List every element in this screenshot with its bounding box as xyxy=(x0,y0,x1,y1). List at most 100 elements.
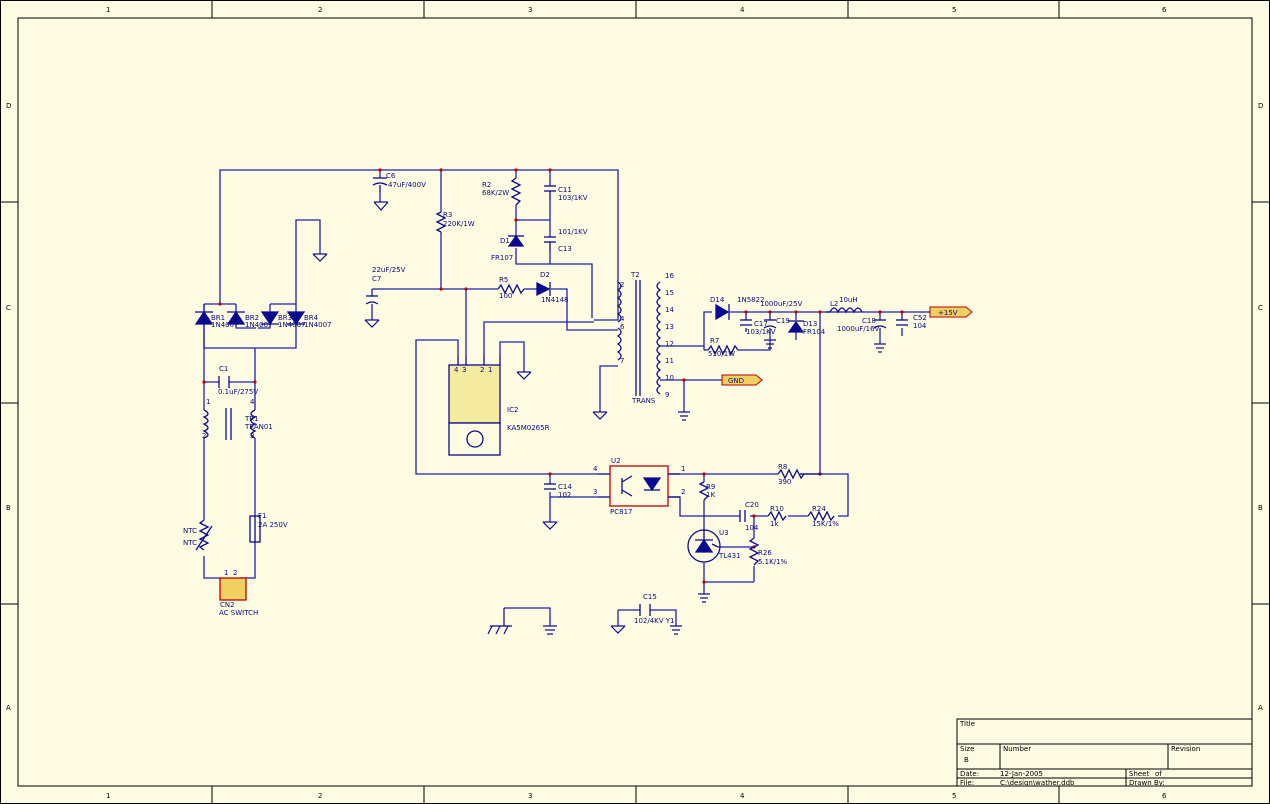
d13-ref: D13 xyxy=(803,320,817,328)
resistor-r10 xyxy=(767,510,787,522)
diode-d2 xyxy=(536,281,551,297)
c19-value: 1000uF/25V xyxy=(760,300,803,308)
tb-drawn-label: Drawn By: xyxy=(1129,779,1165,787)
c11-ref: C11 xyxy=(558,186,572,194)
tb-size-label: Size xyxy=(960,745,974,753)
ground-icon xyxy=(610,625,626,634)
t2-ref: T2 xyxy=(630,271,640,279)
ic2-pin-1: 1 xyxy=(488,366,492,374)
zone-col-4-bottom: 4 xyxy=(740,792,745,800)
ground-icon xyxy=(764,339,776,349)
zone-col-6: 6 xyxy=(1162,6,1167,14)
u2-pin-2: 2 xyxy=(681,488,685,496)
r5-ref: R5 xyxy=(499,276,508,284)
r7-ref: R7 xyxy=(710,337,719,345)
zone-col-6-bottom: 6 xyxy=(1162,792,1167,800)
l2-value: 10uH xyxy=(839,296,858,304)
capacitor-c14 xyxy=(544,483,556,490)
ic2-pin-3: 3 xyxy=(462,366,466,374)
t2-pin-4: 4 xyxy=(620,315,625,323)
t2-pin-16: 16 xyxy=(665,272,674,280)
r24-ref: R24 xyxy=(812,505,826,513)
ground-icon xyxy=(592,411,608,420)
tb-file-label: File: xyxy=(960,779,974,787)
zone-col-2-bottom: 2 xyxy=(318,792,322,800)
c6-ref: C6 xyxy=(386,172,396,180)
t2-pin-2: 2 xyxy=(620,281,624,289)
capacitor-c18 xyxy=(873,319,887,329)
resistor-r5 xyxy=(497,283,525,295)
tb-date-label: Date: xyxy=(960,770,979,778)
ground-icon xyxy=(543,625,557,635)
r10-value: 1k xyxy=(770,520,779,528)
cn2-ref: CN2 xyxy=(220,601,235,609)
c17-value: 103/1KV xyxy=(746,328,776,336)
net-flag-out: +15V xyxy=(929,306,973,318)
d1-ref: D1 xyxy=(500,237,510,245)
c7-value: 22uF/25V xyxy=(372,266,406,274)
tb-sheet-of: of xyxy=(1155,770,1162,778)
c1-value: 0.1uF/275V xyxy=(218,388,258,396)
ntc-ref: NTC xyxy=(183,527,197,535)
zone-col-4: 4 xyxy=(740,6,745,14)
capacitor-c20 xyxy=(739,510,746,522)
c14-ref: C14 xyxy=(558,483,572,491)
pin-numbers: 2 4 6 7 16 15 14 13 12 11 10 9 4 3 2 1 4… xyxy=(202,272,685,577)
t2-pin-7: 7 xyxy=(620,357,624,365)
ground-icon xyxy=(364,319,380,328)
r7-value: 510/1W xyxy=(708,350,735,358)
c19-ref: C19 xyxy=(776,317,790,325)
resistor-r26 xyxy=(748,537,760,566)
d14-value: 1N5822 xyxy=(737,296,765,304)
c17-ref: C17 xyxy=(754,320,768,328)
zone-col-2: 2 xyxy=(318,6,322,14)
r9-ref: R9 xyxy=(706,483,715,491)
zone-col-3-bottom: 3 xyxy=(528,792,532,800)
tr1-ref: TR1 xyxy=(244,415,259,423)
c1-ref: C1 xyxy=(219,365,228,373)
br4-ref: BR4 xyxy=(304,314,319,322)
junctions xyxy=(202,168,904,584)
zone-col-5-bottom: 5 xyxy=(952,792,956,800)
resistor-r24 xyxy=(807,510,835,522)
diode-br1 xyxy=(194,310,214,325)
capacitor-c52 xyxy=(896,319,908,326)
u3-ref: U3 xyxy=(719,529,729,537)
zone-row-b-right: B xyxy=(1258,504,1263,512)
br2-value: 1N4007 xyxy=(245,321,273,329)
r26-ref: R26 xyxy=(758,549,772,557)
u2-value: PC817 xyxy=(610,508,632,516)
component-labels: C6 47uF/400V R2 68K/2W C11 103/1KV 101/1… xyxy=(183,172,927,625)
ic2-pin-4: 4 xyxy=(454,366,459,374)
t2-pin-6: 6 xyxy=(620,323,625,331)
tr1-pin-1: 1 xyxy=(206,398,210,406)
c13-ref: C13 xyxy=(558,245,572,253)
net-label-out: +15V xyxy=(938,309,958,317)
thermistor-ntc xyxy=(195,519,213,551)
c13-value: 101/1KV xyxy=(558,228,588,236)
diode-d14 xyxy=(715,303,730,321)
ground-icon xyxy=(698,593,710,603)
capacitor-c11 xyxy=(544,185,556,200)
u3-value: TL431 xyxy=(718,552,741,560)
net-flags: +15V GND xyxy=(721,306,973,386)
diode-d1 xyxy=(507,234,525,247)
ic2-ref: IC2 xyxy=(507,406,518,414)
connector-cn2 xyxy=(219,577,247,601)
c14-value: 102 xyxy=(558,491,571,499)
r3-value: 220K/1W xyxy=(443,220,475,228)
r10-ref: R10 xyxy=(770,505,784,513)
cn2-pin-2: 2 xyxy=(233,569,237,577)
net-label-gnd: GND xyxy=(728,377,744,385)
c11-value: 103/1KV xyxy=(558,194,588,202)
resistor-r2 xyxy=(510,177,522,206)
d2-ref: D2 xyxy=(540,271,550,279)
diode-d13 xyxy=(787,320,805,333)
t2-value: TRANS xyxy=(631,397,656,405)
title-block: Title Size B Number Revision Date: 12-Ja… xyxy=(956,718,1253,787)
optocoupler-u2 xyxy=(598,465,680,507)
c18-value: 1000uF/16V xyxy=(837,325,880,333)
c15-ref: C15 xyxy=(643,593,657,601)
tr1-pin-3: 3 xyxy=(250,432,254,440)
